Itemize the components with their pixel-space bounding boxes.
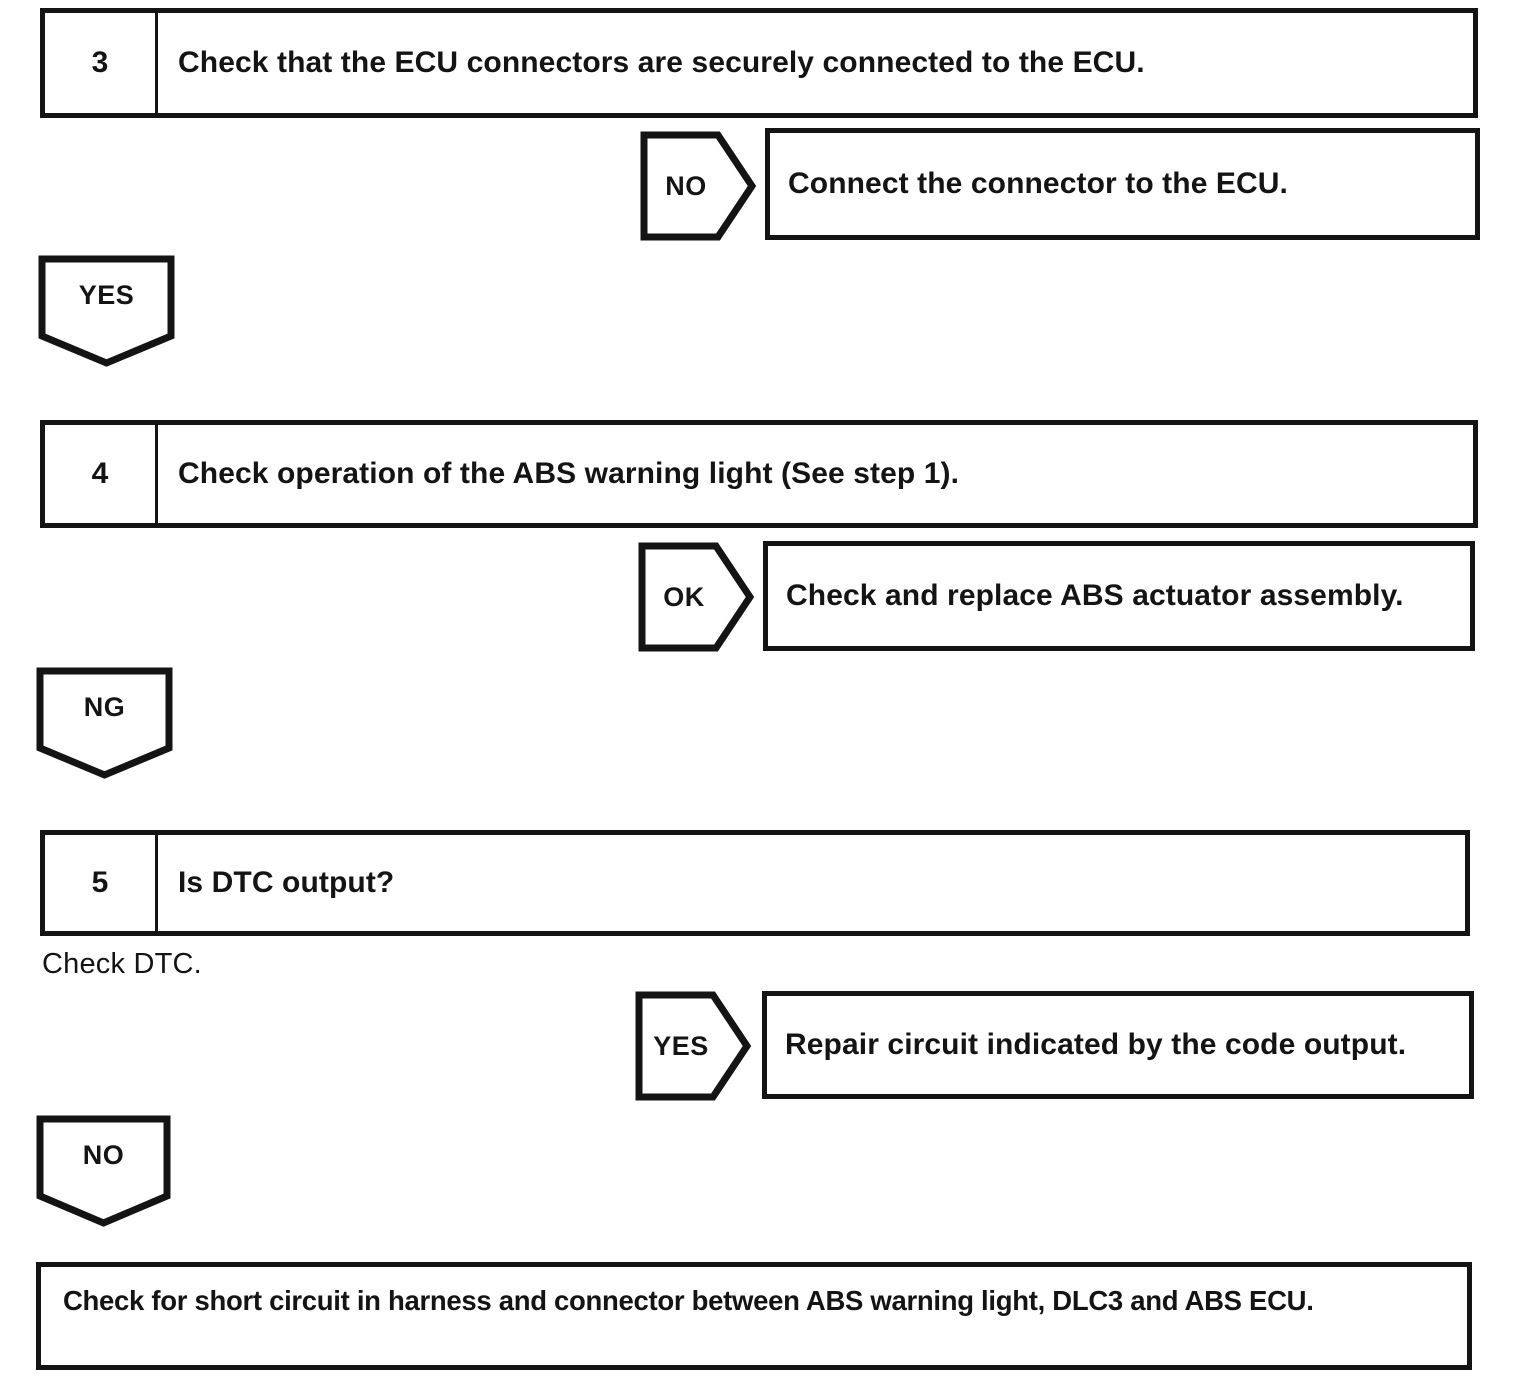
branch-arrow-ok-step4: OK (638, 542, 755, 652)
step-question-5: Is DTC output? (178, 866, 395, 899)
continue-label-yes-step3: YES (78, 279, 135, 310)
step-box-4: 4 Check operation of the ABS warning lig… (40, 420, 1478, 528)
step-box-5: 5 Is DTC output? (40, 830, 1470, 936)
continue-arrow-no-step5: NO (36, 1115, 171, 1227)
step-number-4: 4 (45, 425, 158, 523)
step-question-4: Check operation of the ABS warning light… (178, 457, 960, 490)
branch-label-yes-step5: YES (653, 1030, 709, 1061)
continue-label-no-step5: NO (82, 1139, 125, 1170)
step-question-3: Check that the ECU connectors are secure… (178, 46, 1145, 79)
branch-action-box-step5: Repair circuit indicated by the code out… (762, 991, 1474, 1099)
branch-label-ok-step4: OK (663, 581, 705, 612)
branch-action-box-step4: Check and replace ABS actuator assembly. (763, 541, 1475, 651)
check-dtc-note: Check DTC. (42, 948, 202, 980)
branch-arrow-yes-step5: YES (635, 991, 752, 1101)
step-number-5: 5 (45, 835, 158, 931)
branch-label-no-step3: NO (665, 170, 707, 201)
final-action-box: Check for short circuit in harness and c… (36, 1262, 1472, 1370)
branch-action-box-step3: Connect the connector to the ECU. (765, 128, 1480, 240)
right-arrow-pentagon-icon (640, 131, 757, 241)
right-arrow-pentagon-icon (638, 542, 755, 652)
step-box-3: 3 Check that the ECU connectors are secu… (40, 8, 1478, 118)
down-arrow-pentagon-icon (36, 1115, 171, 1227)
down-arrow-pentagon-icon (36, 667, 173, 779)
down-arrow-pentagon-icon (38, 255, 175, 367)
right-arrow-pentagon-icon (635, 991, 752, 1101)
continue-arrow-ng-step4: NG (36, 667, 173, 779)
continue-label-ng-step4: NG (83, 691, 126, 722)
continue-arrow-yes-step3: YES (38, 255, 175, 367)
branch-arrow-no-step3: NO (640, 131, 757, 241)
step-number-3: 3 (45, 13, 158, 113)
